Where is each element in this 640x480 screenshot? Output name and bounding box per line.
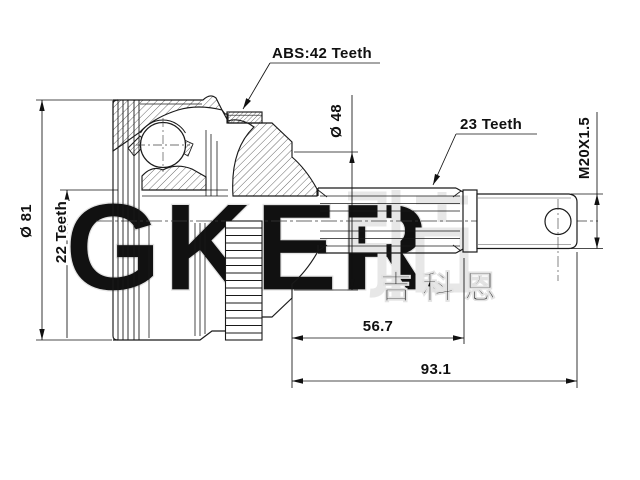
thread-outline bbox=[476, 193, 578, 250]
label-abs-ring: ABS:42 Teeth bbox=[272, 45, 372, 62]
dim-shoulder-diameter bbox=[294, 95, 358, 291]
watermark: GKER 吉科恩 bbox=[64, 178, 506, 317]
label-spline-length: 56.7 bbox=[363, 318, 393, 335]
boot-groove-lines bbox=[117, 100, 140, 340]
label-overall-length: 93.1 bbox=[421, 361, 451, 378]
dim-thread bbox=[571, 112, 603, 249]
inner-race-section bbox=[141, 165, 207, 191]
label-shoulder-diameter: Ø 48 bbox=[328, 104, 345, 138]
dim-spline-length bbox=[291, 258, 465, 388]
dim-overall-length bbox=[292, 252, 578, 388]
leader-shaft-spline bbox=[432, 133, 537, 186]
bell-bottom-profile-left bbox=[113, 330, 225, 341]
leader-abs-ring bbox=[242, 62, 380, 110]
abs-ring-section bbox=[226, 111, 263, 124]
boot-band-outer-edge bbox=[112, 99, 119, 341]
bell-step-edges-lower bbox=[148, 223, 206, 338]
bell-housing-lower bbox=[112, 99, 318, 341]
label-hub-spline: 22 Teeth bbox=[53, 201, 70, 263]
hub-spline-bore bbox=[142, 189, 228, 197]
watermark-logo-glyph bbox=[348, 190, 469, 298]
label-shaft-spline: 23 Teeth bbox=[460, 116, 522, 133]
retainer-edges bbox=[205, 130, 218, 196]
spline-shaft bbox=[317, 187, 478, 254]
dim-outer-diameter bbox=[36, 99, 112, 341]
dimensions bbox=[36, 62, 603, 388]
dim-hub-spline bbox=[60, 189, 118, 338]
threaded-end bbox=[476, 193, 578, 281]
label-thread: M20X1.5 bbox=[576, 117, 593, 179]
ball-bearing bbox=[136, 118, 190, 172]
watermark-brand-cn: 吉科恩 bbox=[380, 269, 506, 305]
spline-teeth-lines bbox=[317, 189, 462, 252]
abs-ring-teeth-band bbox=[224, 220, 263, 341]
bell-bottom-profile-right bbox=[262, 252, 318, 318]
label-outer-diameter: Ø 81 bbox=[18, 204, 35, 238]
